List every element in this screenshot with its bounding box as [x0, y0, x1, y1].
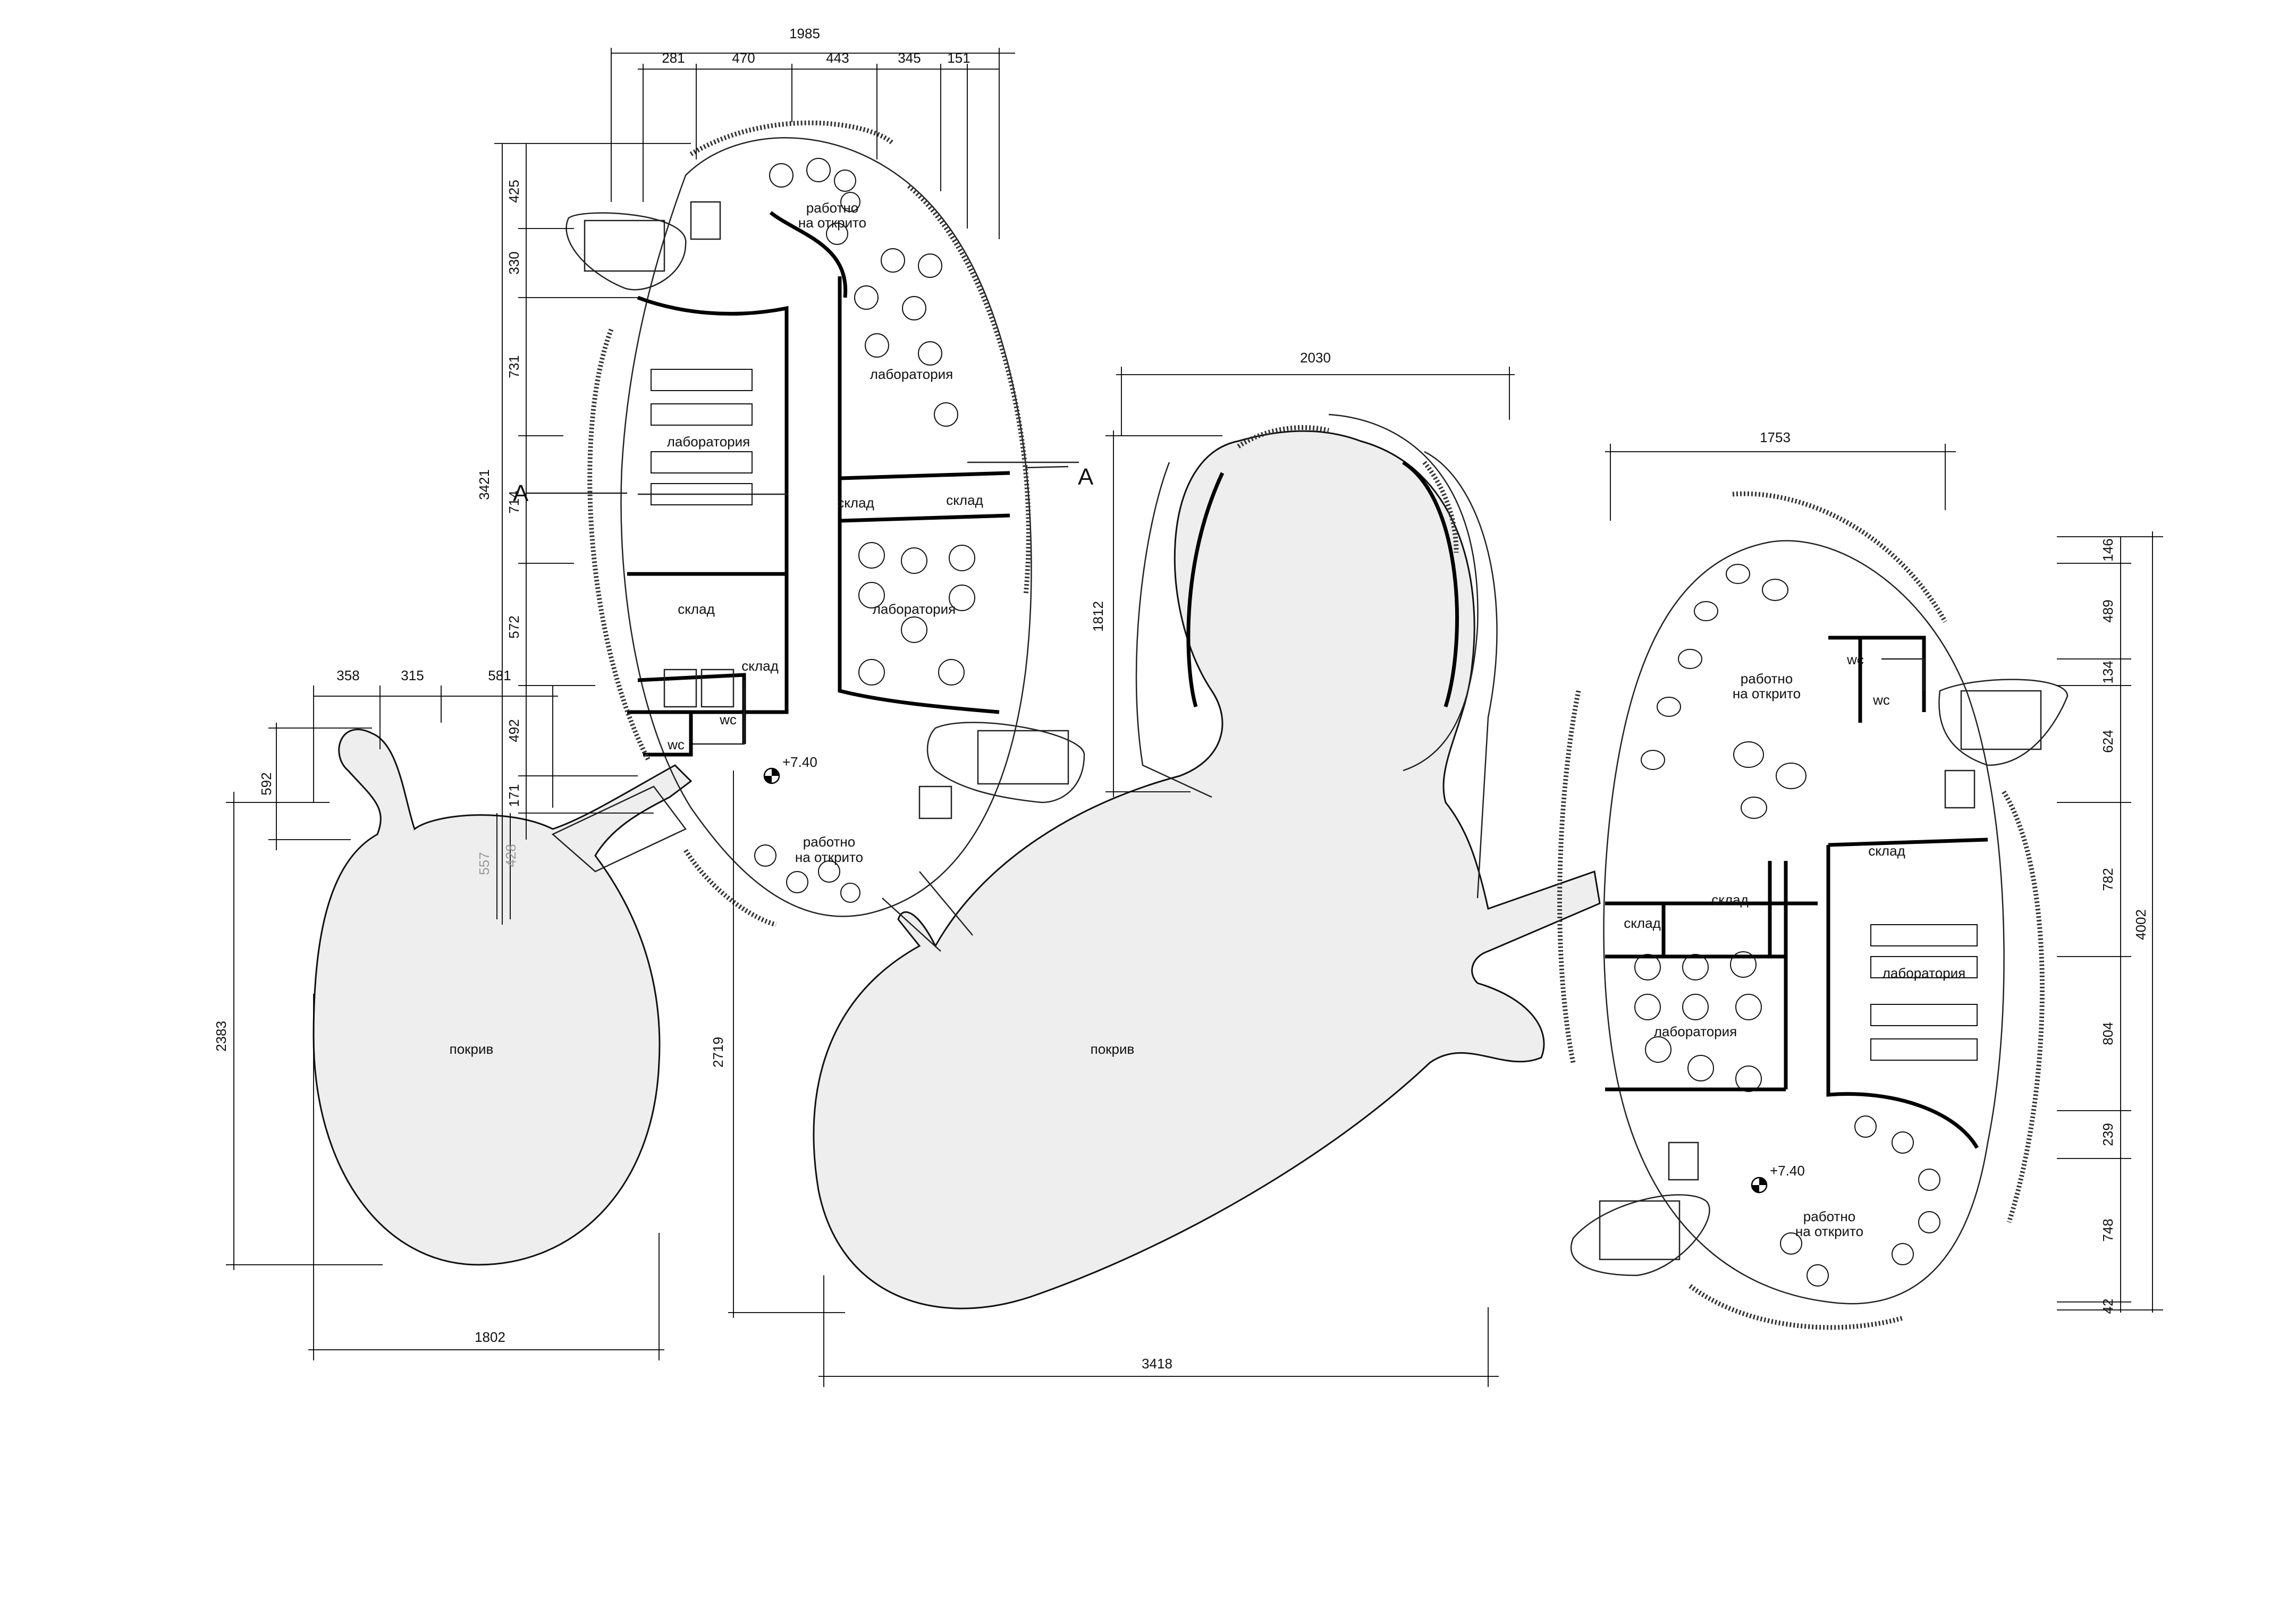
room-lab-c: лаборатория: [873, 601, 956, 617]
dim-r-e: 782: [2100, 868, 2116, 891]
landscape-stones-right: [1641, 564, 1807, 819]
building-right: работно на открито wc wc склад склад скл…: [1557, 491, 2069, 1330]
room-storage-f: склад: [1711, 892, 1748, 908]
room-wc-b: wc: [667, 737, 685, 752]
lab-desks-right: [1870, 924, 1978, 1061]
dim-v-d: 714: [506, 490, 522, 513]
room-lab-b: лаборатория: [667, 434, 750, 450]
dims-right: 1753 146 489 134 624 782 804 239 748 42 …: [1605, 429, 2163, 1314]
dim-r-b: 489: [2100, 599, 2116, 622]
dim-top-d: 345: [898, 50, 921, 66]
room-open-work-l2-d: на открито: [1795, 1223, 1863, 1239]
dim-r-f: 804: [2100, 1022, 2116, 1045]
dim-wing-width: 1802: [475, 1329, 505, 1345]
dim-center-v-total: 2719: [710, 1037, 726, 1068]
level-marker-text-left: +7.40: [782, 754, 817, 770]
dims-small-wing: 358 315 581 592 557 428 2383 1802: [213, 667, 664, 1360]
dim-center-height: 1812: [1090, 601, 1106, 632]
dim-r-g: 239: [2100, 1123, 2116, 1146]
room-open-work-l2-a: на открито: [798, 215, 866, 231]
dim-wing-f: 428: [503, 844, 519, 867]
landscape-trees-left: [754, 158, 860, 903]
dim-r-h: 748: [2100, 1219, 2116, 1241]
room-open-work-l2-c: на открито: [1733, 686, 1801, 701]
room-open-work-l1-c: работно: [1741, 671, 1793, 687]
dim-top-total-left: 1985: [789, 26, 820, 41]
roof-label-left: покрив: [450, 1041, 494, 1057]
room-wc-a: wc: [719, 712, 737, 728]
room-storage-c: склад: [678, 601, 714, 617]
dim-r-a: 146: [2100, 538, 2116, 561]
dim-top-a: 281: [662, 50, 685, 66]
building-center: [1135, 413, 1498, 899]
room-lab-d: лаборатория: [1883, 965, 1965, 981]
dim-wing-b: 315: [401, 667, 424, 683]
room-open-work-l1-b: работно: [803, 834, 855, 850]
dim-v-c: 731: [506, 355, 522, 378]
room-storage-e: склад: [1868, 843, 1905, 859]
level-marker-text-right: +7.40: [1770, 1163, 1805, 1179]
dim-r-i: 42: [2100, 1299, 2116, 1314]
section-mark-right: A: [1078, 464, 1094, 490]
dim-v-b: 330: [506, 251, 522, 274]
lab-round-tables-right: [1634, 951, 1762, 1092]
dim-top-e: 151: [947, 50, 970, 66]
room-storage-d: склад: [741, 658, 778, 674]
dim-r-total: 4002: [2133, 909, 2149, 940]
room-open-work-l1-a: работно: [806, 200, 858, 216]
dim-v-e: 572: [506, 615, 522, 638]
room-wc-d: wc: [1872, 692, 1890, 708]
level-marker-left: +7.40: [763, 754, 817, 784]
dim-wing-c: 581: [488, 667, 511, 683]
building-left: работно на открито лаборатория лаборатор…: [513, 120, 1094, 952]
room-open-work-l2-b: на открито: [795, 849, 863, 865]
roof-left: покрив: [313, 729, 693, 1266]
dim-top-b: 470: [732, 50, 755, 66]
room-lab-e: лаборатория: [1654, 1024, 1737, 1039]
dim-v-g: 171: [506, 784, 522, 807]
dim-v-total: 3421: [476, 469, 492, 500]
lab-desks-left: [651, 369, 753, 505]
lab-round-tables-left: [854, 248, 975, 686]
dims-left-vertical: 425 330 731 714 572 492 171 3421: [476, 143, 691, 925]
dim-right-width: 1753: [1760, 429, 1791, 445]
dim-center-h-total: 3418: [1142, 1356, 1172, 1372]
dim-r-d: 624: [2100, 730, 2116, 752]
dim-wing-d: 592: [258, 772, 274, 795]
dim-center-width: 2030: [1300, 350, 1331, 366]
dim-v-a: 425: [506, 180, 522, 202]
landscape-trees-right: [1780, 1115, 1940, 1287]
roof-center: покрив: [813, 430, 1601, 1309]
dims-left-top: 1985 281 470 443 345 151: [611, 26, 1015, 239]
roof-label-center: покрив: [1091, 1041, 1135, 1057]
room-storage-b: склад: [946, 492, 983, 508]
dim-wing-a: 358: [336, 667, 359, 683]
dim-wing-height: 2383: [213, 1021, 229, 1052]
dim-wing-e: 557: [476, 852, 492, 875]
room-storage-a: склад: [837, 495, 874, 511]
dim-top-c: 443: [826, 50, 849, 66]
dim-r-c: 134: [2100, 661, 2116, 683]
level-marker-right: +7.40: [1751, 1163, 1805, 1194]
room-wc-c: wc: [1846, 652, 1864, 667]
dims-center: 2030 1812 2719 3418: [710, 350, 1515, 1387]
room-lab-a: лаборатория: [870, 366, 953, 382]
room-storage-g: склад: [1624, 915, 1660, 931]
room-open-work-l1-d: работно: [1803, 1208, 1855, 1224]
dim-v-f: 492: [506, 719, 522, 742]
